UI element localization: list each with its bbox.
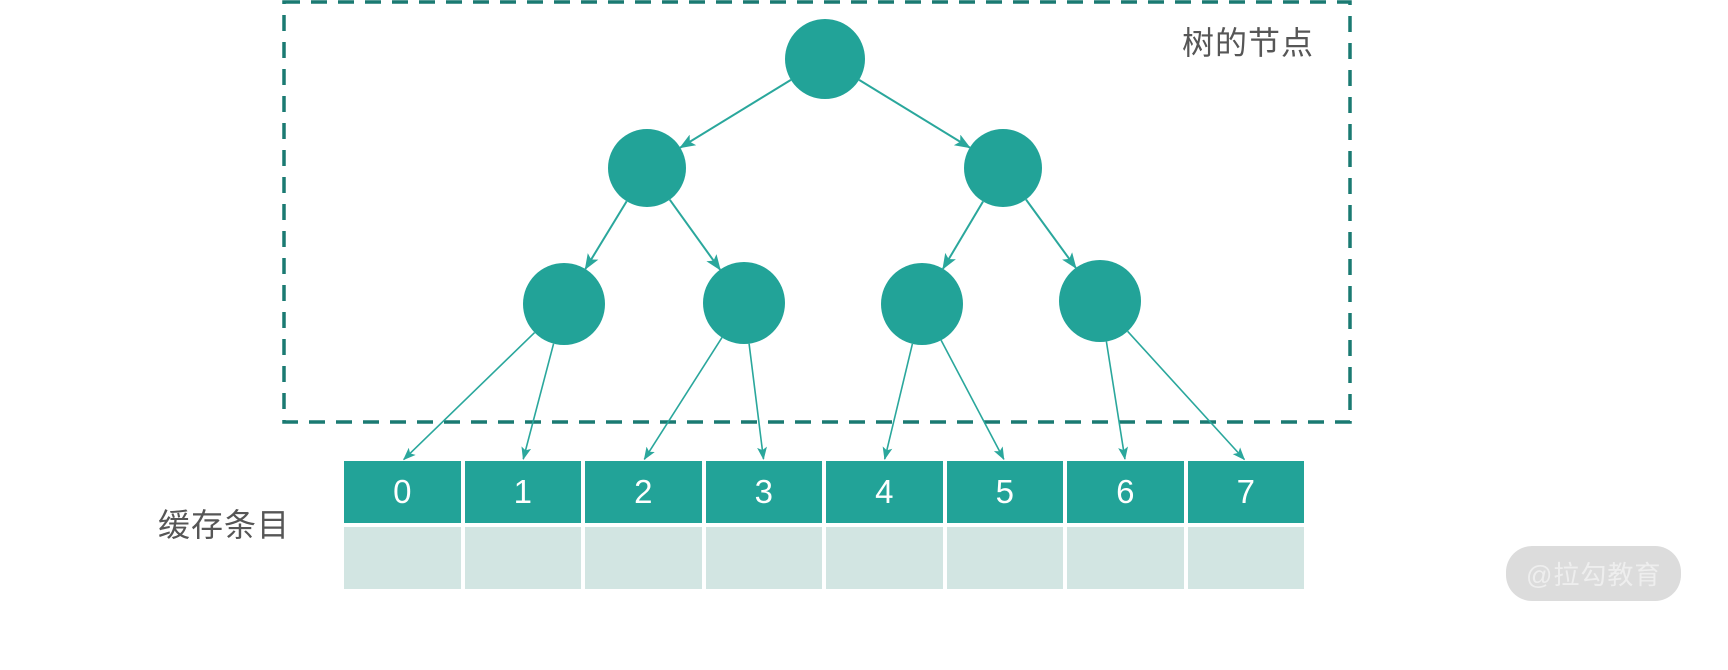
tree-node-leaf-0[interactable] [523, 263, 605, 345]
tree-edge-n-r-to-leaf-2 [942, 200, 984, 270]
leaf-to-cache-edge-leaf-3-cell-7 [1127, 330, 1246, 461]
cache-cell-value-4[interactable] [826, 527, 943, 589]
tree-nodes-region-boundary [282, 0, 1352, 424]
tree-node-leaf-2[interactable] [881, 263, 963, 345]
cache-cell-value-6[interactable] [1067, 527, 1184, 589]
watermark-badge: @拉勾教育 [1506, 546, 1682, 601]
tree-edge-n-l-to-leaf-0 [584, 200, 628, 271]
tree-node-leaf-1[interactable] [703, 262, 785, 344]
cache-cell-index-0[interactable]: 0 [344, 461, 461, 523]
cache-cell-value-7[interactable] [1187, 527, 1304, 589]
cache-cell-index-5[interactable]: 5 [946, 461, 1063, 523]
leaf-to-cache-edge-leaf-1-cell-2 [643, 337, 723, 461]
leaf-to-cache-edge-leaf-3-cell-6 [1105, 341, 1128, 460]
leaf-to-cache-edge-group [403, 330, 1246, 461]
cache-cell-value-5[interactable] [946, 527, 1063, 589]
cache-cell-value-1[interactable] [464, 527, 581, 589]
tree-edge-root-to-n-r [858, 79, 971, 149]
tree-edge-root-to-n-l [679, 79, 792, 149]
leaf-to-cache-edge-leaf-2-cell-4 [882, 343, 914, 460]
cache-cell-value-0[interactable] [344, 527, 461, 589]
tree-node-group [523, 19, 1141, 345]
cache-cell-value-2[interactable] [585, 527, 702, 589]
leaf-to-cache-edge-leaf-0-cell-1 [521, 343, 555, 460]
cache-cell-index-2[interactable]: 2 [585, 461, 702, 523]
leaf-to-cache-edge-leaf-0-cell-0 [403, 331, 536, 461]
tree-nodes-region-label: 树的节点 [1182, 25, 1315, 61]
cache-value-row [344, 527, 1304, 589]
cache-cell-index-7[interactable]: 7 [1187, 461, 1304, 523]
tree-edge-n-l-to-leaf-1 [668, 199, 721, 271]
tree-node-n-r[interactable] [964, 129, 1042, 207]
tree-node-n-l[interactable] [608, 129, 686, 207]
cache-cell-index-6[interactable]: 6 [1067, 461, 1184, 523]
cache-cell-index-3[interactable]: 3 [705, 461, 822, 523]
cache-cell-value-3[interactable] [705, 527, 822, 589]
tree-edge-group [584, 79, 1077, 271]
cache-entries-row-label: 缓存条目 [158, 507, 291, 543]
tree-node-root[interactable] [785, 19, 865, 99]
tree-node-leaf-3[interactable] [1059, 260, 1141, 342]
leaf-to-cache-edge-leaf-2-cell-5 [940, 339, 1005, 461]
cache-cell-index-1[interactable]: 1 [464, 461, 581, 523]
cache-cell-index-4[interactable]: 4 [826, 461, 943, 523]
leaf-to-cache-edge-leaf-1-cell-3 [748, 343, 767, 460]
tree-edge-n-r-to-leaf-3 [1025, 198, 1077, 269]
